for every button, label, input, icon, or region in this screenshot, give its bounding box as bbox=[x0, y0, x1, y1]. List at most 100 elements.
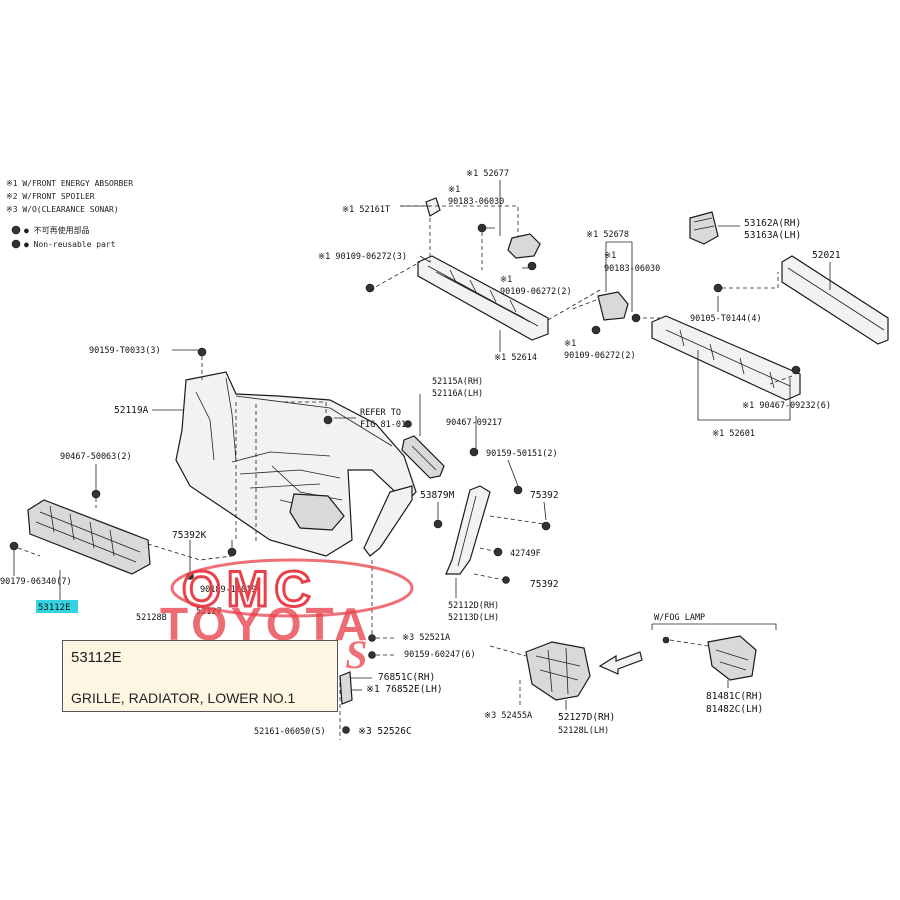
clip-icon bbox=[227, 547, 237, 557]
clip-icon bbox=[541, 521, 551, 531]
callout-76851C: 76851C(RH) bbox=[378, 672, 435, 683]
info-part-code: 53112E bbox=[71, 649, 122, 666]
callout-90159-60247: 90159-60247(6) bbox=[404, 650, 476, 660]
callout-52116A: 52116A(LH) bbox=[432, 389, 483, 399]
legend-line-1: ※1 W/FRONT ENERGY ABSORBER bbox=[6, 179, 133, 188]
callout-52115A: 52115A(RH) bbox=[432, 377, 483, 387]
callout-90467-09232: ※1 90467-09232(6) bbox=[742, 401, 831, 411]
callout-75392-lower: 75392 bbox=[530, 579, 559, 590]
part-info-tooltip: 53112E GRILLE, RADIATOR, LOWER NO.1 bbox=[62, 640, 338, 712]
callout-52113D: 52113D(LH) bbox=[448, 613, 499, 623]
bolt-icon bbox=[713, 283, 723, 293]
clip-icon bbox=[404, 420, 412, 428]
energy-absorber-group: ※1 52677 ※1 90183-06030 ※1 52161T ※1 901… bbox=[318, 169, 601, 363]
bolt-icon bbox=[433, 519, 443, 529]
callout-42749F: 42749F bbox=[510, 549, 541, 559]
callout-52021: 52021 bbox=[812, 250, 841, 261]
non-reusable-symbol-icon bbox=[11, 239, 21, 249]
bumper-lower-opening bbox=[289, 493, 345, 531]
retainer-group: 52115A(RH) 52116A(LH) 90467-09217 90159-… bbox=[401, 377, 558, 495]
clip-icon bbox=[513, 485, 523, 495]
legend-line-2: ※2 W/FRONT SPOILER bbox=[6, 192, 95, 201]
callout-53112E[interactable]: 53112E bbox=[38, 603, 71, 613]
callout-90183-06030: 90183-06030 bbox=[604, 264, 660, 274]
side-support-group: 53879M 75392 42749F 75392 52112D(RH) 521… bbox=[363, 485, 559, 623]
screw-icon bbox=[323, 415, 333, 425]
callout-52127: 52127 bbox=[196, 607, 222, 617]
highlight-53112E bbox=[36, 600, 78, 613]
bolt-icon bbox=[469, 447, 479, 457]
callout-52128B: 52128B bbox=[136, 613, 167, 623]
fog-cover-group: ※3 52455A 52127D(RH) 52128L(LH) W/FOG LA… bbox=[484, 613, 777, 736]
legend-symbol-jp: ● 不可再使用部品 bbox=[24, 225, 90, 235]
callout-52678: ※1 52678 bbox=[586, 230, 629, 240]
callout-90189-10019: 90189-10019 bbox=[200, 585, 256, 595]
callout-76852E: ※1 76852E(LH) bbox=[366, 684, 443, 695]
part-52161T bbox=[425, 197, 441, 217]
arrow-icon bbox=[598, 651, 643, 675]
callout-90105-T0144: 90105-T0144(4) bbox=[690, 314, 762, 324]
callout-90467-09217: 90467-09217 bbox=[446, 418, 502, 428]
callout-90109-06272-2: 90109-06272(2) bbox=[564, 351, 636, 361]
clip-icon bbox=[493, 547, 503, 557]
bolt-icon bbox=[591, 325, 601, 335]
part-52678 bbox=[597, 291, 629, 321]
callout-refer-to: REFER TO bbox=[360, 408, 401, 418]
bumper-cover-group: 90159-T0033(3) 52119A REFER TO FIG 81-01 bbox=[89, 346, 417, 557]
callout-52455A: ※3 52455A bbox=[484, 711, 532, 721]
callout-90159-50151: 90159-50151(2) bbox=[486, 449, 558, 459]
callout-52127D: 52127D(RH) bbox=[558, 712, 615, 723]
clip-icon bbox=[91, 489, 101, 499]
callout-52614: ※1 52614 bbox=[494, 353, 537, 363]
callout-52526C: ※3 52526C bbox=[358, 726, 412, 737]
center-lower-group: 75392K 90189-10019 52128B 52127 ※3 52521… bbox=[136, 530, 476, 740]
screw-icon bbox=[197, 347, 207, 357]
callout-53879M: 53879M bbox=[420, 490, 455, 501]
part-52021 bbox=[781, 255, 889, 345]
part-52614 bbox=[417, 255, 549, 341]
callout-90183-06030: 90183-06030 bbox=[448, 197, 504, 207]
callout-52119A: 52119A bbox=[114, 405, 149, 416]
callout-note: ※1 bbox=[604, 251, 616, 261]
callout-52128L: 52128L(LH) bbox=[558, 726, 609, 736]
clip-icon bbox=[368, 634, 376, 642]
bolt-icon bbox=[527, 261, 537, 271]
callout-w-fog-lamp: W/FOG LAMP bbox=[654, 613, 705, 623]
side-support-strip bbox=[363, 485, 413, 557]
callout-81481C: 81481C(RH) bbox=[706, 691, 763, 702]
bolt-icon bbox=[368, 651, 376, 659]
bolt-icon bbox=[365, 283, 375, 293]
callout-52161T: ※1 52161T bbox=[342, 205, 390, 215]
clip-icon bbox=[477, 223, 487, 233]
part-76851C bbox=[339, 671, 353, 705]
callout-52521A: ※3 52521A bbox=[402, 633, 450, 643]
screw-icon bbox=[342, 726, 350, 734]
callout-75392: 75392 bbox=[530, 490, 559, 501]
part-52677 bbox=[507, 233, 541, 259]
legend-line-3: ※3 W/O(CLEARANCE SONAR) bbox=[6, 205, 119, 214]
screw-icon bbox=[662, 636, 670, 644]
callout-90179-06340: 90179-06340(7) bbox=[0, 577, 72, 587]
lower-grille-group: 90467-50063(2) 90179-06340(7) 53112E bbox=[0, 452, 233, 613]
callout-81482C: 81482C(LH) bbox=[706, 704, 763, 715]
callout-53162A: 53162A(RH) bbox=[744, 218, 801, 229]
callout-note: ※1 bbox=[448, 185, 460, 195]
callout-note: ※1 bbox=[500, 275, 512, 285]
callout-90467-50063: 90467-50063(2) bbox=[60, 452, 132, 462]
non-reusable-symbol-icon bbox=[11, 225, 21, 235]
callout-90159-T0033: 90159-T0033(3) bbox=[89, 346, 161, 356]
info-part-name: GRILLE, RADIATOR, LOWER NO.1 bbox=[71, 690, 296, 706]
callout-fig-81-01: FIG 81-01 bbox=[360, 420, 406, 430]
legend-symbol-en: ● Non-reusable part bbox=[24, 240, 116, 249]
callout-52112D: 52112D(RH) bbox=[448, 601, 499, 611]
part-52601 bbox=[651, 315, 801, 401]
callout-90109-06272-2: 90109-06272(2) bbox=[500, 287, 572, 297]
callout-75392K: 75392K bbox=[172, 530, 207, 541]
legend: ※1 W/FRONT ENERGY ABSORBER ※2 W/FRONT SP… bbox=[6, 179, 133, 249]
callout-90109-06272-3: ※1 90109-06272(3) bbox=[318, 252, 407, 262]
part-53112E[interactable] bbox=[27, 499, 151, 575]
callout-52677: ※1 52677 bbox=[466, 169, 509, 179]
right-upper-group: 53162A(RH) 53163A(LH) 52021 90105-T0144(… bbox=[651, 211, 889, 439]
callout-52601: ※1 52601 bbox=[712, 429, 755, 439]
